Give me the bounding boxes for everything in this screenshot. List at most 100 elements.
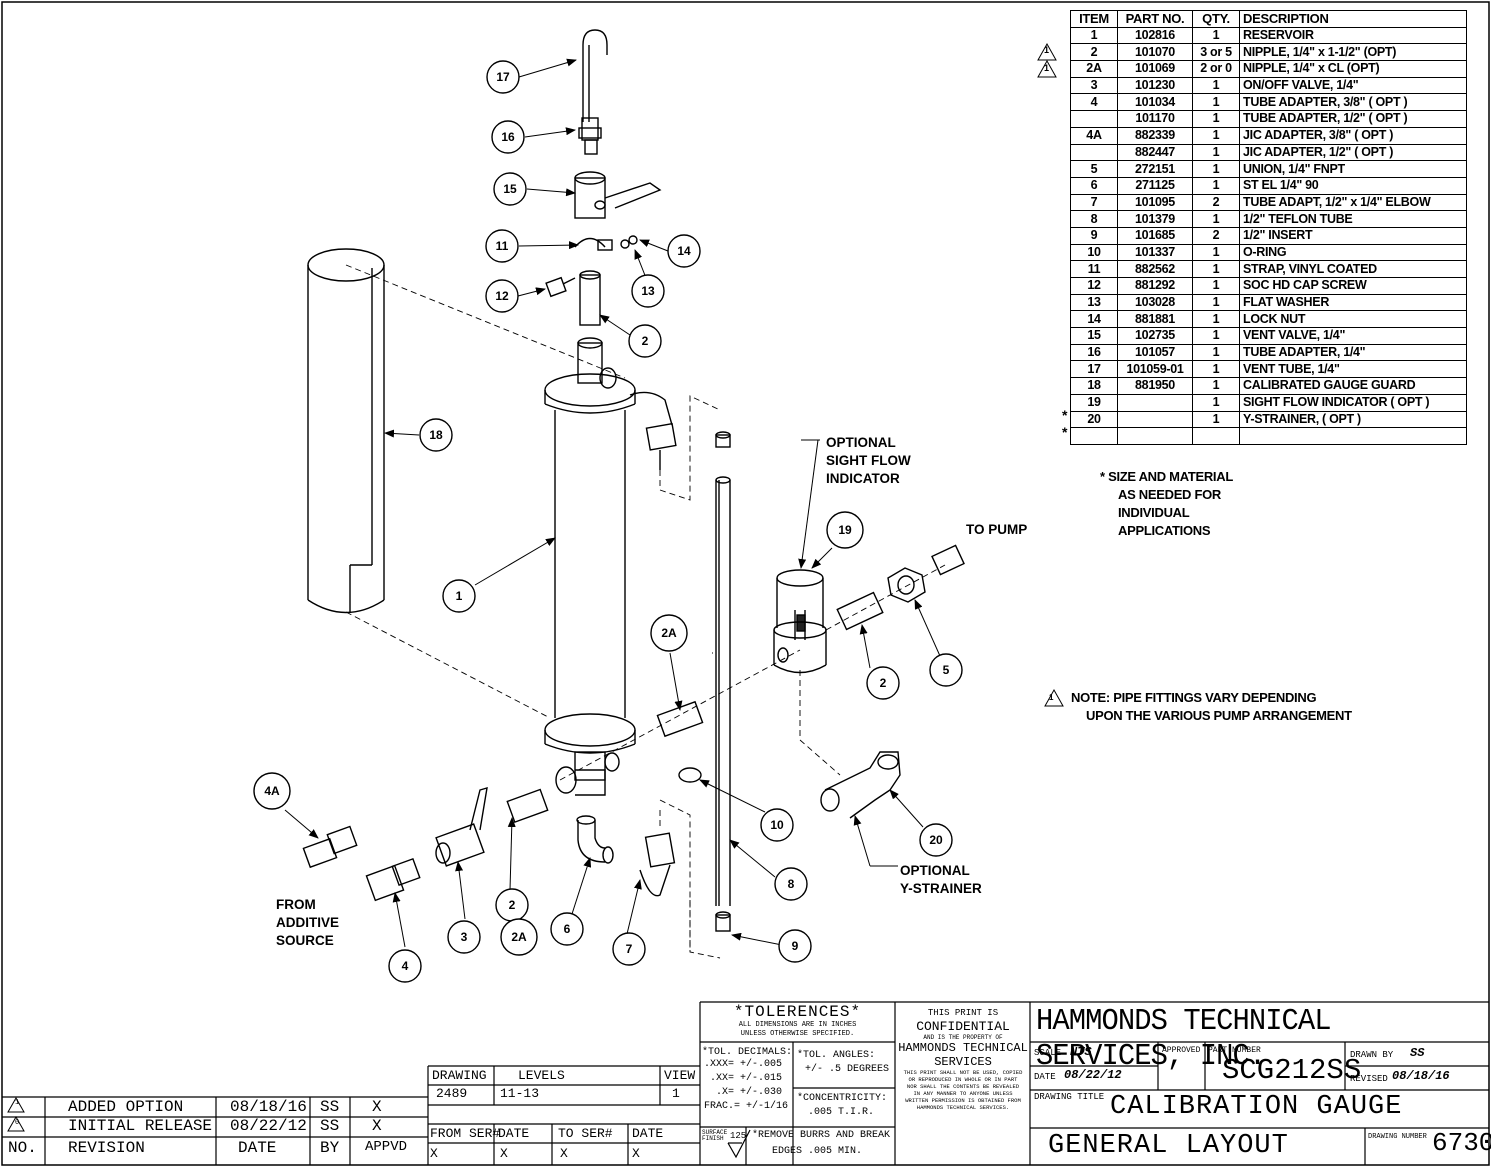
item-cell: 10 [1070,243,1118,262]
label-line: SOURCE [276,933,334,948]
qty-cell: 1 [1192,210,1240,228]
item-cell: 3 [1070,76,1118,95]
balloon-14 [667,234,701,268]
qty-cell: 1 [1192,160,1240,178]
balloon-13 [631,274,665,308]
balloon-16 [491,120,525,154]
tol-xxx: .XXX= +/-.005 [704,1059,783,1070]
part-number-cell: 101337 [1117,243,1193,262]
sight-flow-indicator-part [773,569,827,674]
label-line: ADDITIVE [276,915,340,930]
description-cell: CALIBRATED GAUGE GUARD [1239,377,1467,395]
drawing-title-line2: GENERAL LAYOUT [1048,1131,1289,1161]
qty-cell: 1 [1192,327,1240,345]
rev-revision-header: REVISION [68,1139,145,1157]
item-cell [1070,110,1118,128]
balloon-1 [442,579,476,613]
part-number-cell [1117,427,1193,445]
description-cell: ON/OFF VALVE, 1/4" [1239,76,1467,95]
qty-cell: 1 [1192,176,1240,195]
qty-cell: 1 [1192,410,1240,429]
confidential-line: HAMMONDS TECHNICAL SERVICES. [916,1104,1010,1111]
col-desc-header: DESCRIPTION [1239,10,1467,28]
qty-cell: 1 [1192,310,1240,329]
description-cell: JIC ADAPTER, 3/8" ( OPT ) [1239,126,1467,145]
tol-frac: FRAC.= +/-1/16 [704,1101,789,1112]
to-ser-label: TO SER# [558,1126,613,1141]
col-item-header: ITEM [1070,10,1118,28]
balloon-10-text: 10 [770,818,784,832]
item-cell: 7 [1070,193,1118,212]
item-cell: 17 [1070,360,1118,379]
part-number-cell: 881881 [1117,310,1193,329]
item-cell: 16 [1070,343,1118,362]
part-number-cell: 101069 [1117,60,1193,78]
tolerances-title: *TOLERENCES* [733,1003,862,1021]
balloon-8 [774,867,808,901]
balloon-2a-mid-text: 2A [661,626,677,640]
drawn-by-label: DRAWN BY [1350,1050,1394,1060]
qty-cell: 2 or 0 [1192,60,1240,78]
teflon-tube-part [715,431,731,932]
rev-by: SS [320,1098,340,1116]
bottom-tee-part [555,751,620,796]
tolerances-subtitle: ALL DIMENSIONS ARE IN INCHES [738,1021,857,1029]
size-note-line: INDIVIDUAL [1118,505,1190,520]
vent-valve-part [574,171,662,219]
tol-concentricity: .005 T.I.R. [808,1107,875,1118]
item-cell: 15 [1070,327,1118,345]
part-number-cell: 101070 [1117,43,1193,62]
from-ser-value: X [430,1146,438,1161]
rev-description: ADDED OPTION [68,1098,184,1116]
part-number-cell: 882447 [1117,143,1193,162]
date-label: DATE [632,1126,664,1141]
item-cell: 2A [1070,60,1118,78]
balloon-1-text: 1 [456,589,463,603]
qty-cell: 2 [1192,226,1240,245]
company-name: HAMMONDS TECHNICAL SERVICES, INC. [1036,1004,1332,1074]
rev-description: INITIAL RELEASE [68,1117,213,1135]
confidential-line: THIS PRINT SHALL NOT BE USED, COPIED [903,1069,1023,1076]
parts-table-header: ITEM PART NO. QTY. DESCRIPTION [1070,10,1467,28]
item-cell: 19 [1070,393,1118,412]
qty-cell: 1 [1192,243,1240,262]
optional-y-strainer-label: OPTIONAL Y-STRAINER [900,862,982,898]
view-label: VIEW [664,1068,696,1083]
item-cell: 12 [1070,277,1118,295]
tolerances-subtitle: UNLESS OTHERWISE SPECIFIED. [740,1030,855,1038]
revision-flag-icons [7,42,1064,1132]
description-cell: VENT VALVE, 1/4" [1239,327,1467,345]
part-number-label: PART NUMBER [1208,1046,1261,1055]
part-number-cell: 102816 [1117,26,1193,45]
size-note-line: * SIZE AND MATERIAL [1100,469,1233,484]
scale-value: NTS [1070,1045,1092,1059]
y-strainer-part [820,751,901,819]
description-cell: SOC HD CAP SCREW [1239,277,1467,295]
balloon-3 [447,920,481,954]
qty-cell [1192,427,1240,445]
balloon-5 [929,653,963,687]
balloon-18-text: 18 [429,428,443,442]
balloon-17-text: 17 [496,70,510,84]
balloon-2a-mid [650,614,688,652]
rev-no: 1 [15,1099,20,1107]
qty-cell: 1 [1192,360,1240,379]
description-cell: JIC ADAPTER, 1/2" ( OPT ) [1239,143,1467,162]
description-cell: LOCK NUT [1239,310,1467,329]
burr-note: *REMOVE BURRS AND BREAK [752,1130,891,1141]
drawing-label: DRAWING [432,1068,487,1083]
part-number-cell: 272151 [1117,160,1193,178]
qty-cell: 2 [1192,193,1240,212]
part-number-cell: 103028 [1117,293,1193,312]
